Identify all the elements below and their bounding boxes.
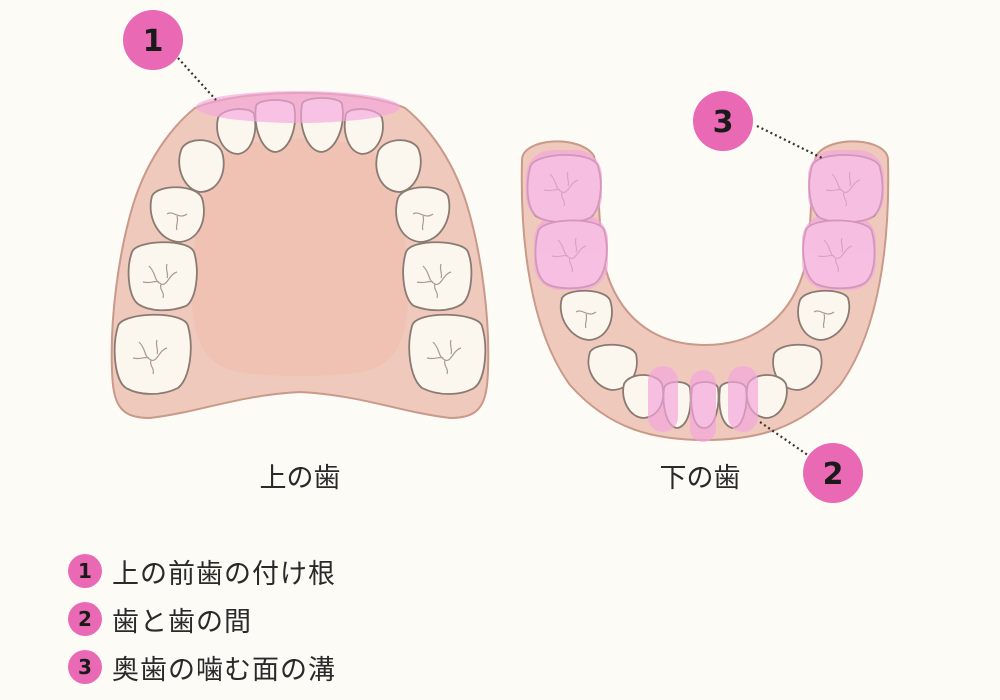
callout-2: 2	[803, 443, 863, 503]
legend-item: 1 上の前歯の付け根	[68, 547, 668, 595]
legend-item: 2 歯と歯の間	[68, 595, 668, 643]
upper-jaw	[110, 91, 490, 420]
callout-2-number: 2	[823, 457, 844, 492]
legend-text: 奥歯の噛む面の溝	[112, 654, 336, 686]
lower-jaw	[520, 140, 890, 442]
lower-jaw-label: 下の歯	[660, 463, 741, 494]
legend-text: 上の前歯の付け根	[112, 558, 336, 590]
callout-3-number: 3	[713, 105, 734, 140]
highlight-between-teeth	[648, 366, 758, 442]
callout-leaders	[177, 57, 823, 459]
legend-item: 3 奥歯の噛む面の溝	[68, 643, 668, 691]
callout-1: 1	[123, 10, 183, 70]
legend-badge: 1	[68, 554, 102, 588]
callout-3: 3	[693, 91, 753, 151]
upper-jaw-label: 上の歯	[260, 463, 341, 494]
legend-text: 歯と歯の間	[112, 606, 252, 638]
upper-palate	[191, 138, 409, 376]
legend-badge: 3	[68, 650, 102, 684]
legend-badge: 2	[68, 602, 102, 636]
highlight-upper-gumline	[196, 91, 400, 123]
legend: 1 上の前歯の付け根 2 歯と歯の間 3 奥歯の噛む面の溝	[68, 547, 668, 691]
callout-1-number: 1	[143, 24, 164, 59]
highlight-molar-grooves	[526, 150, 884, 290]
